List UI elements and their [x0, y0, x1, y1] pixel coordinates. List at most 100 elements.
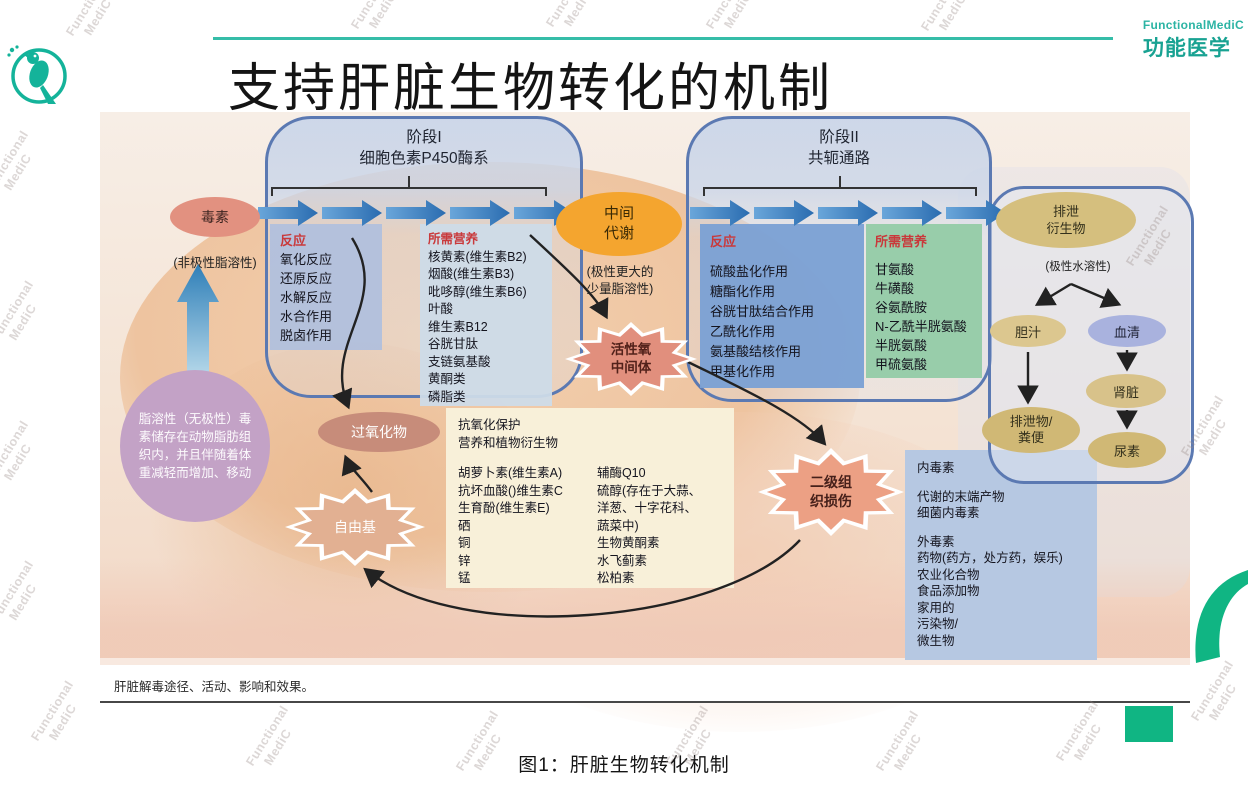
antioxidant-item: 松柏素 [596, 571, 635, 585]
toxin-source-item: 食品添加物 [917, 584, 980, 598]
toxin-sources-panel: 内毒素 代谢的末端产物 细菌内毒素 外毒素 药物(药方，处方药，娱乐) 农业化合… [905, 450, 1097, 660]
antioxidant-item: 蔬菜中) [596, 518, 639, 533]
reaction-item: 乙酰化作用 [710, 324, 776, 339]
urine-oval: 尿素 [1088, 432, 1166, 468]
peroxide-oval: 过氧化物 [318, 412, 440, 452]
ros-line1: 活性氧 [610, 342, 652, 357]
ros-line2: 中间体 [610, 360, 652, 375]
watermark-line: MediC [1, 441, 35, 483]
arrows-layer [177, 176, 1138, 618]
free-radical-text: 自由基 [334, 519, 376, 535]
phase1-nutrients-panel: 所需营养 核黄素(维生素B2) 烟酸(维生素B3) 吡哆醇(维生素B6) 叶酸 … [420, 224, 552, 406]
phase2-title-line2: 共轭通路 [807, 150, 870, 167]
nutrient-item: 谷胱甘肽 [428, 337, 479, 351]
kidney-label: 肾脏 [1112, 384, 1139, 400]
watermark: FunctionalMediC [543, 0, 605, 38]
liver-biotransformation-diagram: 阶段I 细胞色素P450酶系 阶段II 共轭通路 内毒素 代谢的末端产物 细菌内… [100, 112, 1194, 732]
brand-name-cn: 功能医学 [1142, 37, 1231, 60]
page-title: 支持肝脏生物转化的机制 [228, 61, 834, 118]
diagram-footnote: 肝脏解毒途径、活动、影响和效果。 [114, 680, 315, 694]
bile-oval: 胆汁 [990, 315, 1066, 347]
watermark-line: MediC [6, 301, 40, 343]
watermark-line: Functional [703, 0, 752, 32]
arrow-to-ros [529, 234, 609, 320]
free-radical-starburst: 自由基 [285, 488, 425, 566]
intermediate-metabolism-oval: 中间 代谢 [556, 192, 682, 256]
phase2-reactions-header: 反应 [710, 234, 737, 249]
toxin-sources-title: 内毒素 [917, 461, 955, 475]
toxin-source-item: 药物(药方，处方药，娱乐) [917, 551, 1063, 565]
watermark-line: Functional [0, 278, 37, 344]
secondary-line2: 织损伤 [810, 493, 852, 509]
antioxidant-item: 铜 [458, 536, 471, 550]
reaction-item: 硫酸盐化作用 [710, 264, 789, 279]
feces-line2: 粪便 [1017, 430, 1044, 445]
phase1-title-line1: 阶段I [406, 129, 442, 146]
antioxidant-item: 抗坏血酸()维生素C [458, 483, 563, 498]
antioxidant-item: 锌 [458, 553, 471, 568]
watermark-line: MediC [6, 581, 40, 623]
nutrient-item: 牛磺酸 [875, 281, 915, 296]
reaction-item: 水解反应 [280, 290, 333, 305]
excretion-derivatives-oval: 排泄 衍生物 [996, 192, 1136, 248]
brand-logo: FunctionalMediC 功能医学 [1143, 18, 1244, 62]
nutrient-item: 吡哆醇(维生素B6) [428, 284, 527, 299]
reaction-item: 还原反应 [280, 271, 333, 286]
watermark-line: Functional [0, 558, 37, 624]
brand-bird-icon [7, 45, 67, 104]
secondary-damage-label: 二级组 织损伤 [758, 448, 904, 536]
ros-label: 活性氧 中间体 [565, 322, 697, 396]
antioxidant-item: 水飞蓟素 [596, 553, 647, 568]
nutrient-item: 支链氨基酸 [428, 354, 491, 369]
intermediate-line1: 中间 [603, 205, 634, 222]
figure-caption: 图1：肝脏生物转化机制 [518, 755, 730, 776]
footnote-band: 肝脏解毒途径、活动、影响和效果。 [100, 665, 1190, 702]
fat-soluble-text: 脂溶性（无极性）毒素储存在动物脂肪组织内，并且伴随着体重减轻而增加、移动 [138, 412, 252, 480]
antioxidant-item: 硫醇(存在于大蒜、 [596, 483, 702, 498]
serum-oval: 血清 [1088, 315, 1166, 347]
bile-label: 胆汁 [1014, 324, 1041, 340]
nutrient-item: 叶酸 [428, 302, 454, 316]
serum-label: 血清 [1113, 324, 1140, 340]
reaction-item: 脱卤作用 [280, 328, 333, 343]
antioxidant-panel: 抗氧化保护 营养和植物衍生物 胡萝卜素(维生素A) 抗坏血酸()维生素C 生育酚… [446, 408, 734, 588]
watermark-line: MediC [1, 151, 35, 193]
process-arrows [332, 234, 1138, 618]
secondary-line1: 二级组 [810, 474, 852, 490]
header-rule [213, 37, 1113, 40]
antioxidant-item: 胡萝卜素(维生素A) [458, 466, 563, 480]
arrow-secondary-to-freeradical [363, 539, 801, 618]
watermark: FunctionalMediC [348, 0, 410, 40]
intermediate-note-line1: (极性更大的 [586, 265, 654, 279]
peroxide-label: 过氧化物 [351, 424, 407, 440]
feces-line1: 排泄物/ [1009, 414, 1053, 429]
phase2-nutrients-header: 所需营养 [875, 234, 928, 249]
toxin-source-item: 细菌内毒素 [917, 506, 980, 520]
excretion-line2: 衍生物 [1046, 221, 1086, 236]
phase2-title: 阶段II 共轭通路 [689, 127, 989, 169]
reaction-item: 糖酯化作用 [710, 284, 776, 299]
toxin-source-item: 外毒素 [917, 534, 955, 549]
watermark-line: Functional [0, 418, 32, 484]
watermark-line: MediC [561, 0, 595, 29]
nutrient-item: 黄酮类 [428, 372, 466, 386]
phase1-bracket [271, 176, 547, 196]
ros-starburst: 活性氧 中间体 [565, 322, 697, 396]
urine-label: 尿素 [1113, 443, 1140, 459]
nutrient-item: 甘氨酸 [875, 262, 915, 277]
watermark-line: Functional [543, 0, 592, 30]
excretion-note: (极性水溶性) [1045, 261, 1111, 273]
watermark-line: Functional [63, 0, 112, 39]
toxin-up-arrow [177, 264, 219, 397]
antioxidant-item: 生物黄酮素 [596, 536, 660, 550]
watermark: FunctionalMediC [703, 0, 765, 40]
arrow-freeradical-to-peroxide [341, 454, 373, 493]
arrow-ros-to-secondary [687, 360, 827, 446]
watermark-line: Functional [0, 128, 32, 194]
